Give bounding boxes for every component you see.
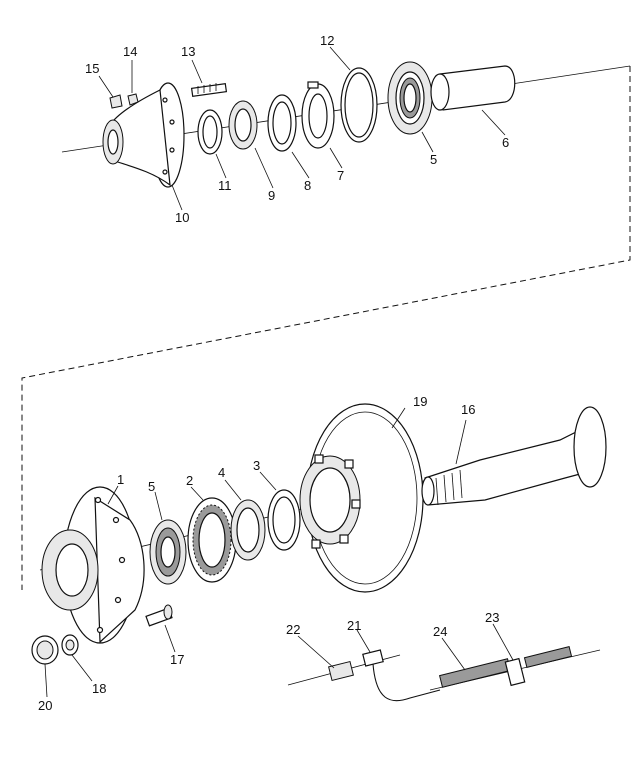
part-23-grommet <box>504 645 573 687</box>
part-1-hub <box>41 486 145 644</box>
part-5-bearing-bottom <box>149 519 187 585</box>
callout-11: 11 <box>218 178 232 193</box>
part-20-nut <box>31 635 59 665</box>
part-17-bolt <box>145 604 173 627</box>
part-16-axle-shaft <box>421 406 607 506</box>
part-5-bearing-top <box>387 61 433 135</box>
callout-5-bottom: 5 <box>148 479 155 494</box>
part-22-sleeve <box>328 660 354 682</box>
part-2-tone-ring <box>187 497 237 583</box>
part-15-nut <box>109 94 123 109</box>
callout-5-top: 5 <box>430 152 437 167</box>
part-3-seal <box>267 489 301 551</box>
callout-7: 7 <box>337 168 344 183</box>
part-13-stud <box>190 82 228 98</box>
callout-2: 2 <box>186 473 193 488</box>
connector-dashed-line <box>21 66 631 590</box>
callout-3: 3 <box>253 458 260 473</box>
callout-12: 12 <box>320 33 334 48</box>
top-leader-lines <box>98 46 506 211</box>
callout-23: 23 <box>485 610 499 625</box>
callout-9: 9 <box>268 188 275 203</box>
callout-20: 20 <box>38 698 52 713</box>
part-21-sensor <box>362 649 441 702</box>
part-8-washer <box>267 94 297 152</box>
callout-14: 14 <box>123 44 137 59</box>
callout-1: 1 <box>117 472 124 487</box>
callout-22: 22 <box>286 622 300 637</box>
callout-21: 21 <box>347 618 361 633</box>
part-11-seal <box>197 109 223 155</box>
callout-4: 4 <box>218 465 225 480</box>
callout-16: 16 <box>461 402 475 417</box>
bottom-leader-lines <box>44 407 514 698</box>
part-18-washer <box>61 634 79 656</box>
part-24-cable-protector <box>438 658 512 688</box>
top-assembly <box>21 46 631 590</box>
callout-13: 13 <box>181 44 195 59</box>
callout-labels: 15 14 13 12 6 5 7 8 9 11 10 19 16 1 5 2 … <box>38 33 509 713</box>
callout-24: 24 <box>433 624 447 639</box>
callout-15: 15 <box>85 61 99 76</box>
part-12-ring <box>340 67 378 143</box>
callout-19: 19 <box>413 394 427 409</box>
part-4-bearing <box>230 499 266 561</box>
bottom-assembly <box>31 403 607 702</box>
part-6-sleeve <box>430 65 516 111</box>
callout-6: 6 <box>502 135 509 150</box>
part-10-hub <box>102 82 185 188</box>
callout-8: 8 <box>304 178 311 193</box>
part-19-brake-disc <box>299 403 424 593</box>
callout-10: 10 <box>175 210 189 225</box>
part-14-nut <box>127 93 139 106</box>
part-9-bearing <box>228 100 258 150</box>
callout-17: 17 <box>170 652 184 667</box>
part-7-lockwasher <box>301 81 335 149</box>
callout-18: 18 <box>92 681 106 696</box>
